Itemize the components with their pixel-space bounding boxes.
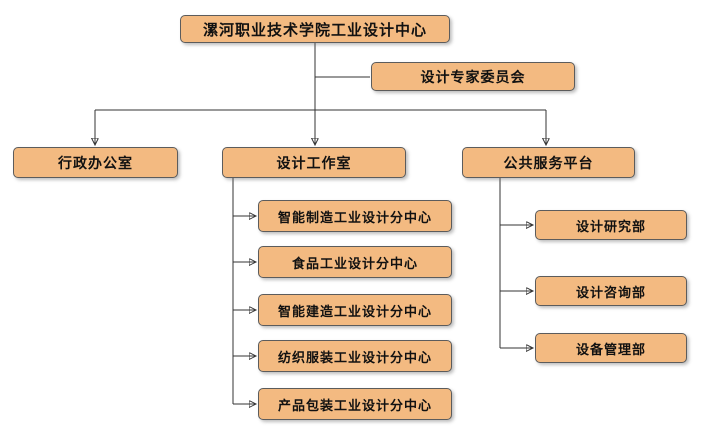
org-node-food-industry-center: 食品工业设计分中心	[258, 246, 452, 278]
org-node-equipment-management-dept: 设备管理部	[535, 333, 687, 363]
org-node-public-service-platform: 公共服务平台	[462, 147, 635, 178]
org-node-design-studio: 设计工作室	[222, 147, 406, 178]
org-node-smart-manufacturing-center: 智能制造工业设计分中心	[258, 200, 452, 232]
org-node-root: 漯河职业技术学院工业设计中心	[180, 15, 450, 43]
org-node-admin-office: 行政办公室	[13, 147, 178, 178]
org-node-design-research-dept: 设计研究部	[535, 210, 687, 240]
org-node-textile-apparel-center: 纺织服装工业设计分中心	[258, 340, 452, 372]
org-node-design-consulting-dept: 设计咨询部	[535, 276, 687, 306]
org-node-product-packaging-center: 产品包装工业设计分中心	[258, 388, 452, 420]
org-node-smart-construction-center: 智能建造工业设计分中心	[258, 294, 452, 326]
org-node-expert-committee: 设计专家委员会	[371, 62, 575, 91]
